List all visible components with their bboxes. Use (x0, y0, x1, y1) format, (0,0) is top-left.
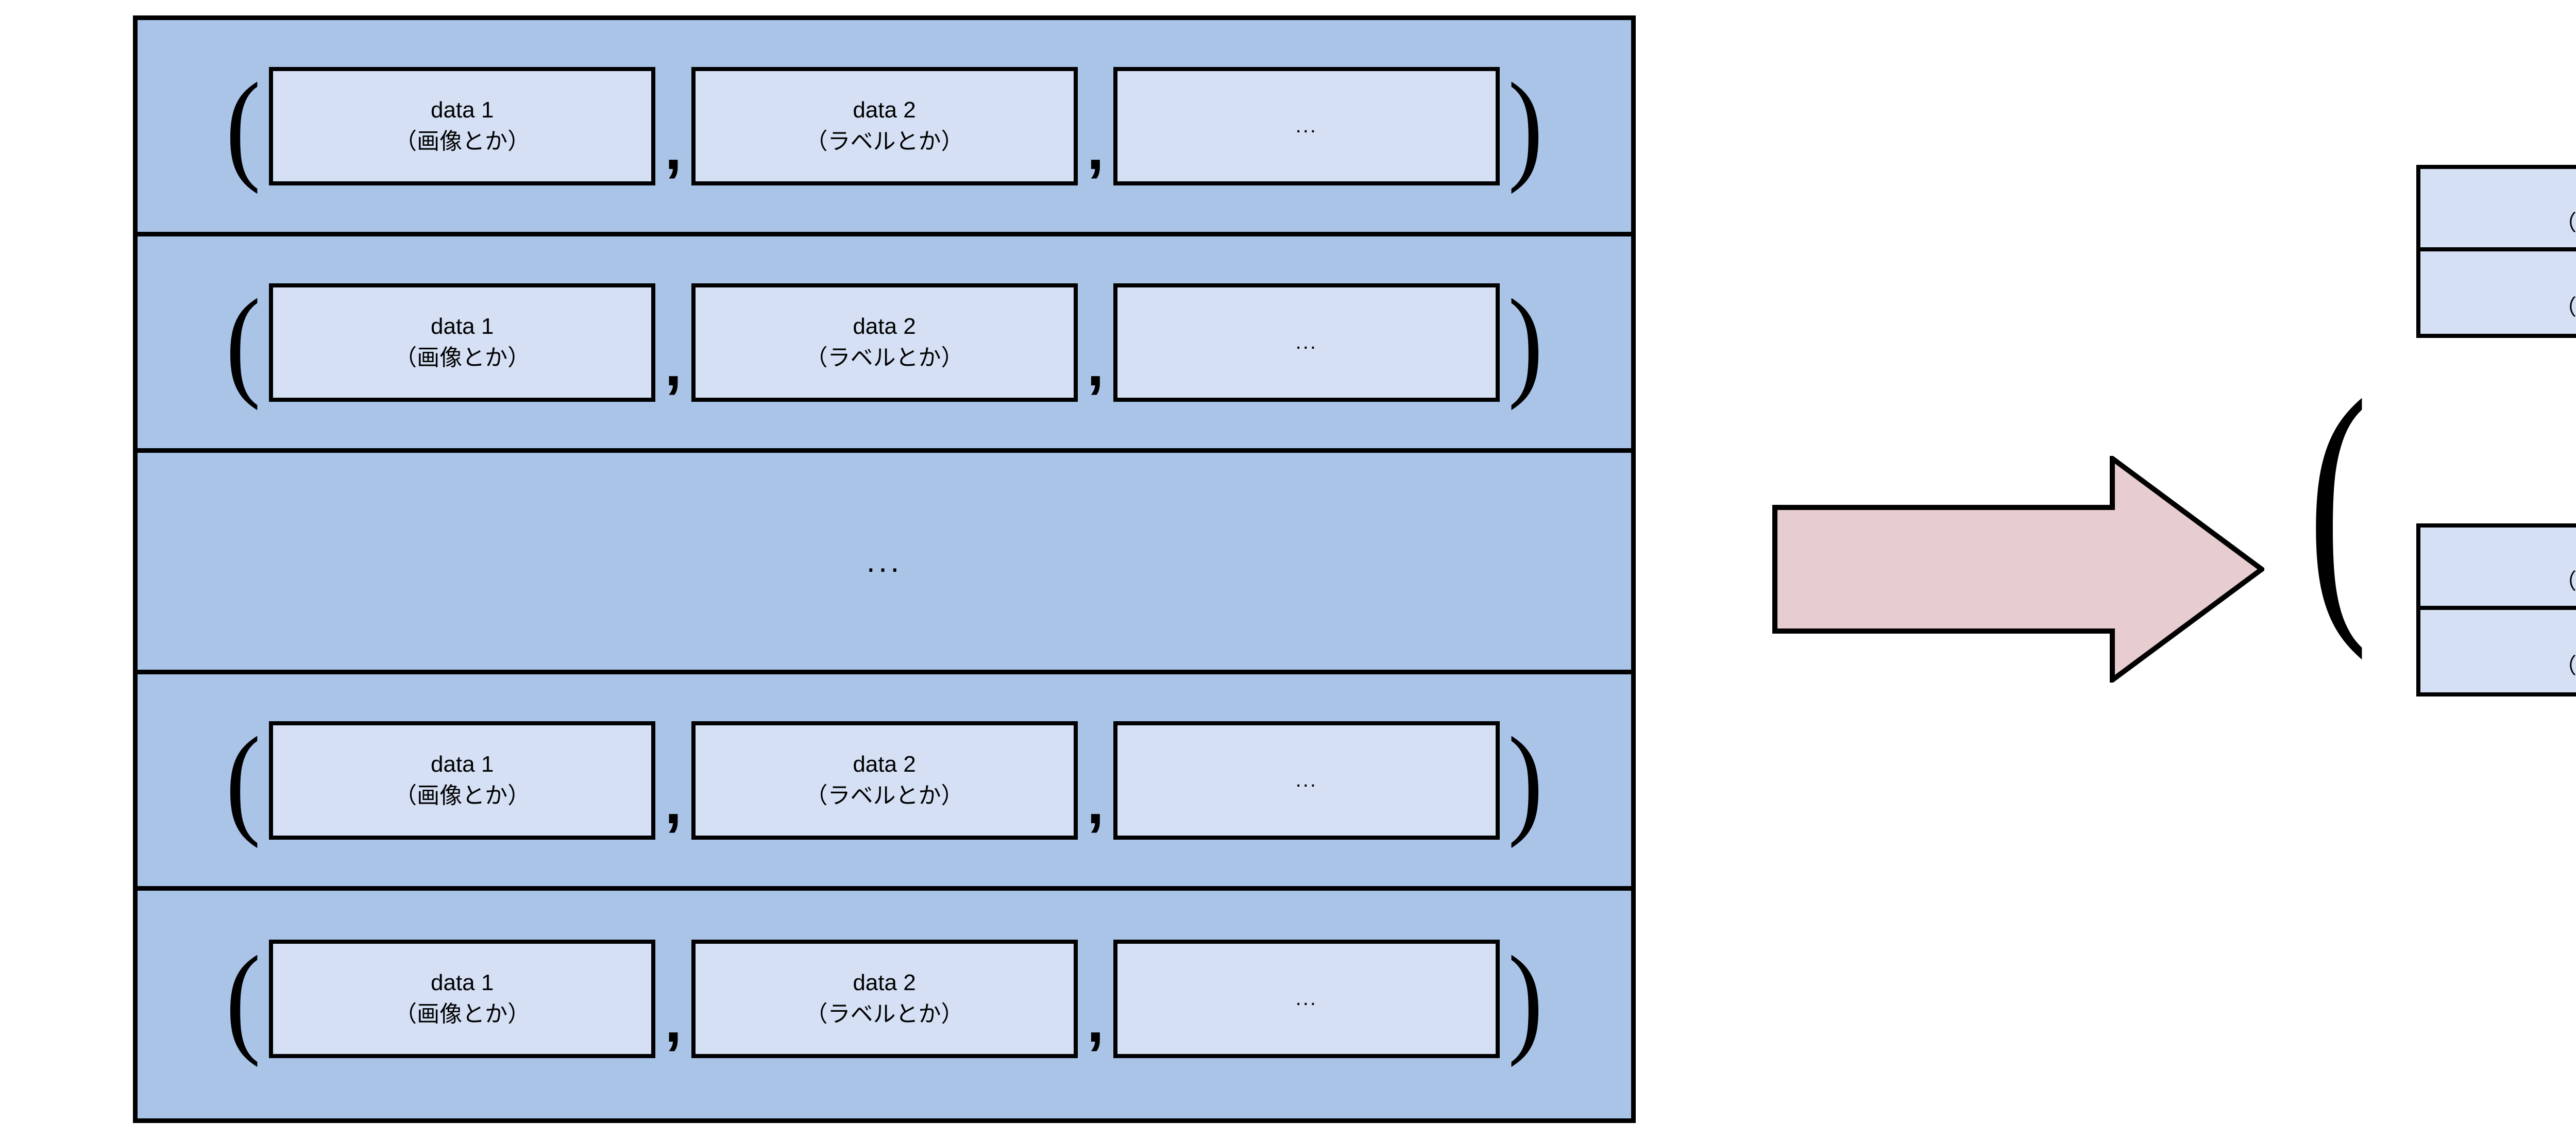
paren-close-icon: ) (1507, 274, 1543, 411)
data-box-ellipsis: ... (1113, 940, 1500, 1058)
paren-open-icon: ( (226, 711, 261, 849)
tuple-row-ellipsis: ... (138, 453, 1631, 674)
stack-top: data 1 （画像とか） data 1 （画像とか） (2416, 165, 2576, 338)
data-box: data 1 （画像とか） (269, 66, 656, 185)
data-box: data 2 （ラベルとか） (691, 66, 1078, 185)
data-box: data 1 （画像とか） (269, 940, 656, 1058)
tuple-row: ( data 1 （画像とか） , data 2 （ラベルとか） , ... ) (138, 674, 1631, 891)
data-box-line2: （ラベルとか） (805, 345, 964, 370)
cell-line2: （画像とか） (2554, 569, 2576, 593)
data-box-line1: data 1 (430, 751, 494, 777)
paren-close-icon: ) (1507, 711, 1543, 849)
comma-separator: , (1087, 113, 1104, 182)
column-middle-gap: ... (2416, 338, 2576, 523)
data-box-line1: data 1 (430, 97, 494, 123)
data-box-line1: data 2 (853, 97, 916, 123)
data-box: data 2 （ラベルとか） (691, 283, 1078, 402)
data-box-line1: data 2 (853, 970, 916, 996)
data-box: data 1 （画像とか） (269, 721, 656, 840)
data-box-line2: （画像とか） (394, 345, 531, 370)
data-box-line2: （画像とか） (394, 1001, 531, 1027)
data-box-line2: （ラベルとか） (805, 783, 964, 808)
comma-separator: , (665, 113, 682, 182)
cell-line2: （画像とか） (2554, 211, 2576, 235)
column-group: data 1 （画像とか） data 1 （画像とか） ... data 1 （… (2416, 165, 2576, 979)
ellipsis-text: ... (1295, 330, 1318, 353)
data-box-line1: data 2 (853, 313, 916, 339)
comma-separator: , (1087, 767, 1104, 837)
data-box: data 2 （ラベルとか） (691, 721, 1078, 840)
tuple-row: ( data 1 （画像とか） , data 2 （ラベルとか） , ... ) (138, 236, 1631, 453)
cell-line2: （画像とか） (2554, 295, 2576, 319)
ellipsis-text: ... (1295, 114, 1318, 137)
stack-cell: data 1 （画像とか） (2420, 610, 2576, 692)
data-box: data 1 （画像とか） (269, 283, 656, 402)
data-box-ellipsis: ... (1113, 721, 1500, 840)
paren-close-icon: ) (1507, 930, 1543, 1067)
data-box-line1: data 2 (853, 751, 916, 777)
stack-cell: data 1 （画像とか） (2420, 251, 2576, 334)
paren-open-icon: ( (2308, 342, 2368, 661)
stack-bottom: data 1 （画像とか） data 1 （画像とか） (2416, 523, 2576, 696)
tuple-row: ( data 1 （画像とか） , data 2 （ラベルとか） , ... ) (138, 20, 1631, 236)
data-box-line2: （ラベルとか） (805, 1001, 964, 1027)
tuple-row: ( data 1 （画像とか） , data 2 （ラベルとか） , ... ) (138, 891, 1631, 1107)
ellipsis-text: ... (1295, 987, 1318, 1010)
left-dataset-panel: ( data 1 （画像とか） , data 2 （ラベルとか） , ... )… (133, 15, 1636, 1123)
data-box-line2: （画像とか） (394, 783, 531, 808)
comma-separator: , (1087, 986, 1104, 1055)
paren-close-icon: ) (1507, 57, 1543, 195)
paren-open-icon: ( (226, 930, 261, 1067)
data-box-ellipsis: ... (1113, 66, 1500, 185)
data-box: data 2 （ラベルとか） (691, 940, 1078, 1058)
stack-cell: data 1 （画像とか） (2420, 528, 2576, 610)
stack-cell: data 1 （画像とか） (2420, 169, 2576, 251)
ellipsis-text: ... (1295, 768, 1318, 791)
comma-separator: , (1087, 329, 1104, 399)
right-batched-panel: ( ) data 1 （画像とか） data 1 （画像とか） ... (2308, 165, 2576, 979)
data-box-line1: data 1 (430, 313, 494, 339)
data-box-line2: （画像とか） (394, 128, 531, 154)
data-box-line1: data 1 (430, 970, 494, 996)
comma-separator: , (665, 329, 682, 399)
comma-separator: , (665, 767, 682, 837)
paren-open-icon: ( (226, 57, 261, 195)
paren-open-icon: ( (226, 274, 261, 411)
data-box-ellipsis: ... (1113, 283, 1500, 402)
comma-separator: , (665, 986, 682, 1055)
batch-column: data 1 （画像とか） data 1 （画像とか） ... data 1 （… (2416, 165, 2576, 979)
transform-arrow-icon (1772, 453, 2266, 685)
data-box-line2: （ラベルとか） (805, 128, 964, 154)
row-ellipsis-text: ... (866, 543, 903, 579)
cell-line2: （画像とか） (2554, 654, 2576, 678)
